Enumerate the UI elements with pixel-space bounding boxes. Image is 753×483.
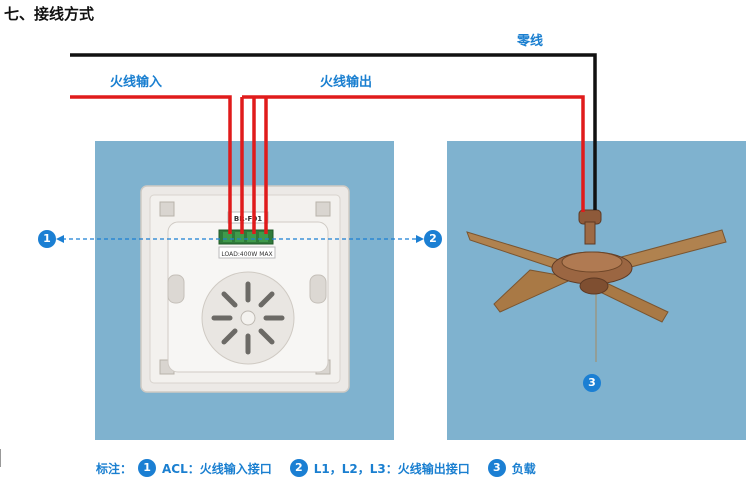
legend-prefix: 标注： xyxy=(96,461,133,476)
live-output-label: 火线输出 xyxy=(320,75,373,90)
neutral-wire-label: 零线 xyxy=(517,34,544,49)
live-wires xyxy=(70,95,585,234)
switch-load-text: LOAD:400W MAX xyxy=(221,251,272,258)
legend-marker-2: 2 xyxy=(289,459,308,477)
legend-text-3: 负载 xyxy=(511,461,536,476)
pointer-arrow-right xyxy=(416,235,424,243)
live-input-label: 火线输入 xyxy=(110,75,163,90)
wall-switch xyxy=(140,185,350,393)
legend: 标注： 1 ACL：火线输入接口 2 L1，L2，L3：火线输出接口 3 负载 xyxy=(96,458,554,478)
legend-marker-3: 3 xyxy=(487,459,506,477)
corner-mark xyxy=(0,449,3,467)
neutral-wire xyxy=(70,53,597,210)
ceiling-fan xyxy=(466,209,727,362)
marker-3: 3 xyxy=(583,374,601,392)
switch-model-text: BR-F01 xyxy=(234,215,262,223)
marker-1: 1 xyxy=(38,230,56,248)
section-title: 七、接线方式 xyxy=(4,5,95,23)
legend-text-2: L1，L2，L3：火线输出接口 xyxy=(313,461,470,476)
marker-2: 2 xyxy=(424,230,442,248)
legend-marker-1: 1 xyxy=(138,459,157,477)
pointer-arrow-left xyxy=(56,235,64,243)
legend-text-1: ACL：火线输入接口 xyxy=(162,461,272,476)
